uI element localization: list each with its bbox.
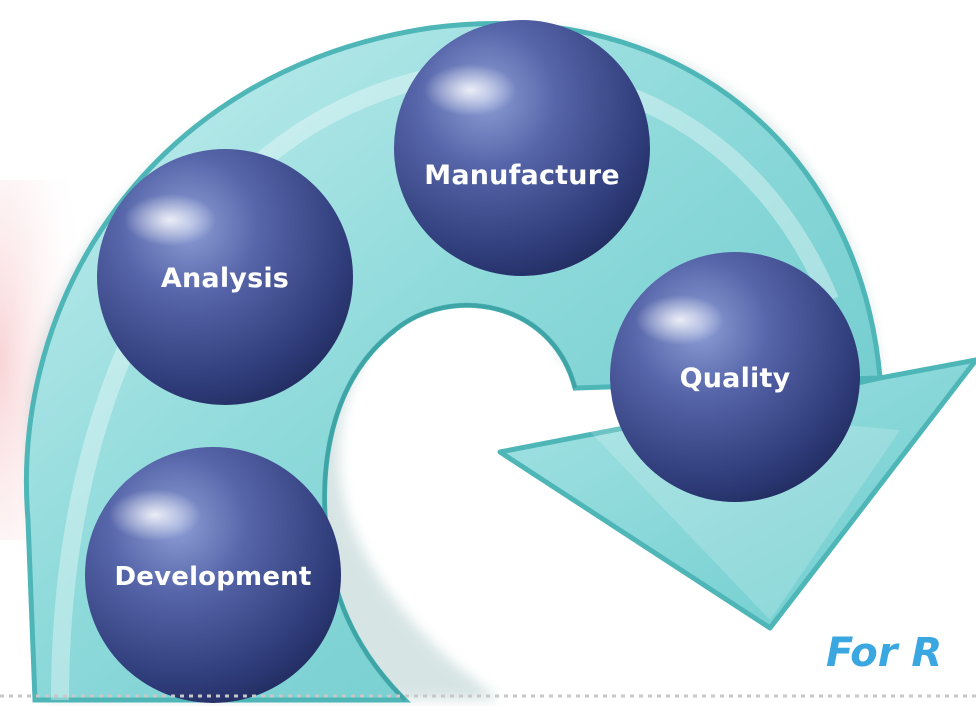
stage-sphere-manufacture: Manufacture [394,20,650,276]
stage-sphere-quality: Quality [610,252,860,502]
stage-label-development: Development [114,562,311,592]
stage-label-analysis: Analysis [161,263,289,294]
stage-sphere-analysis: Analysis [97,149,353,405]
stage-sphere-development: Development [85,447,341,703]
ring-highlight [51,63,839,701]
tagline-text: For R [826,630,943,676]
stage-label-quality: Quality [680,363,791,394]
stage-label-manufacture: Manufacture [424,160,619,191]
ring-inner-edge [322,303,577,702]
